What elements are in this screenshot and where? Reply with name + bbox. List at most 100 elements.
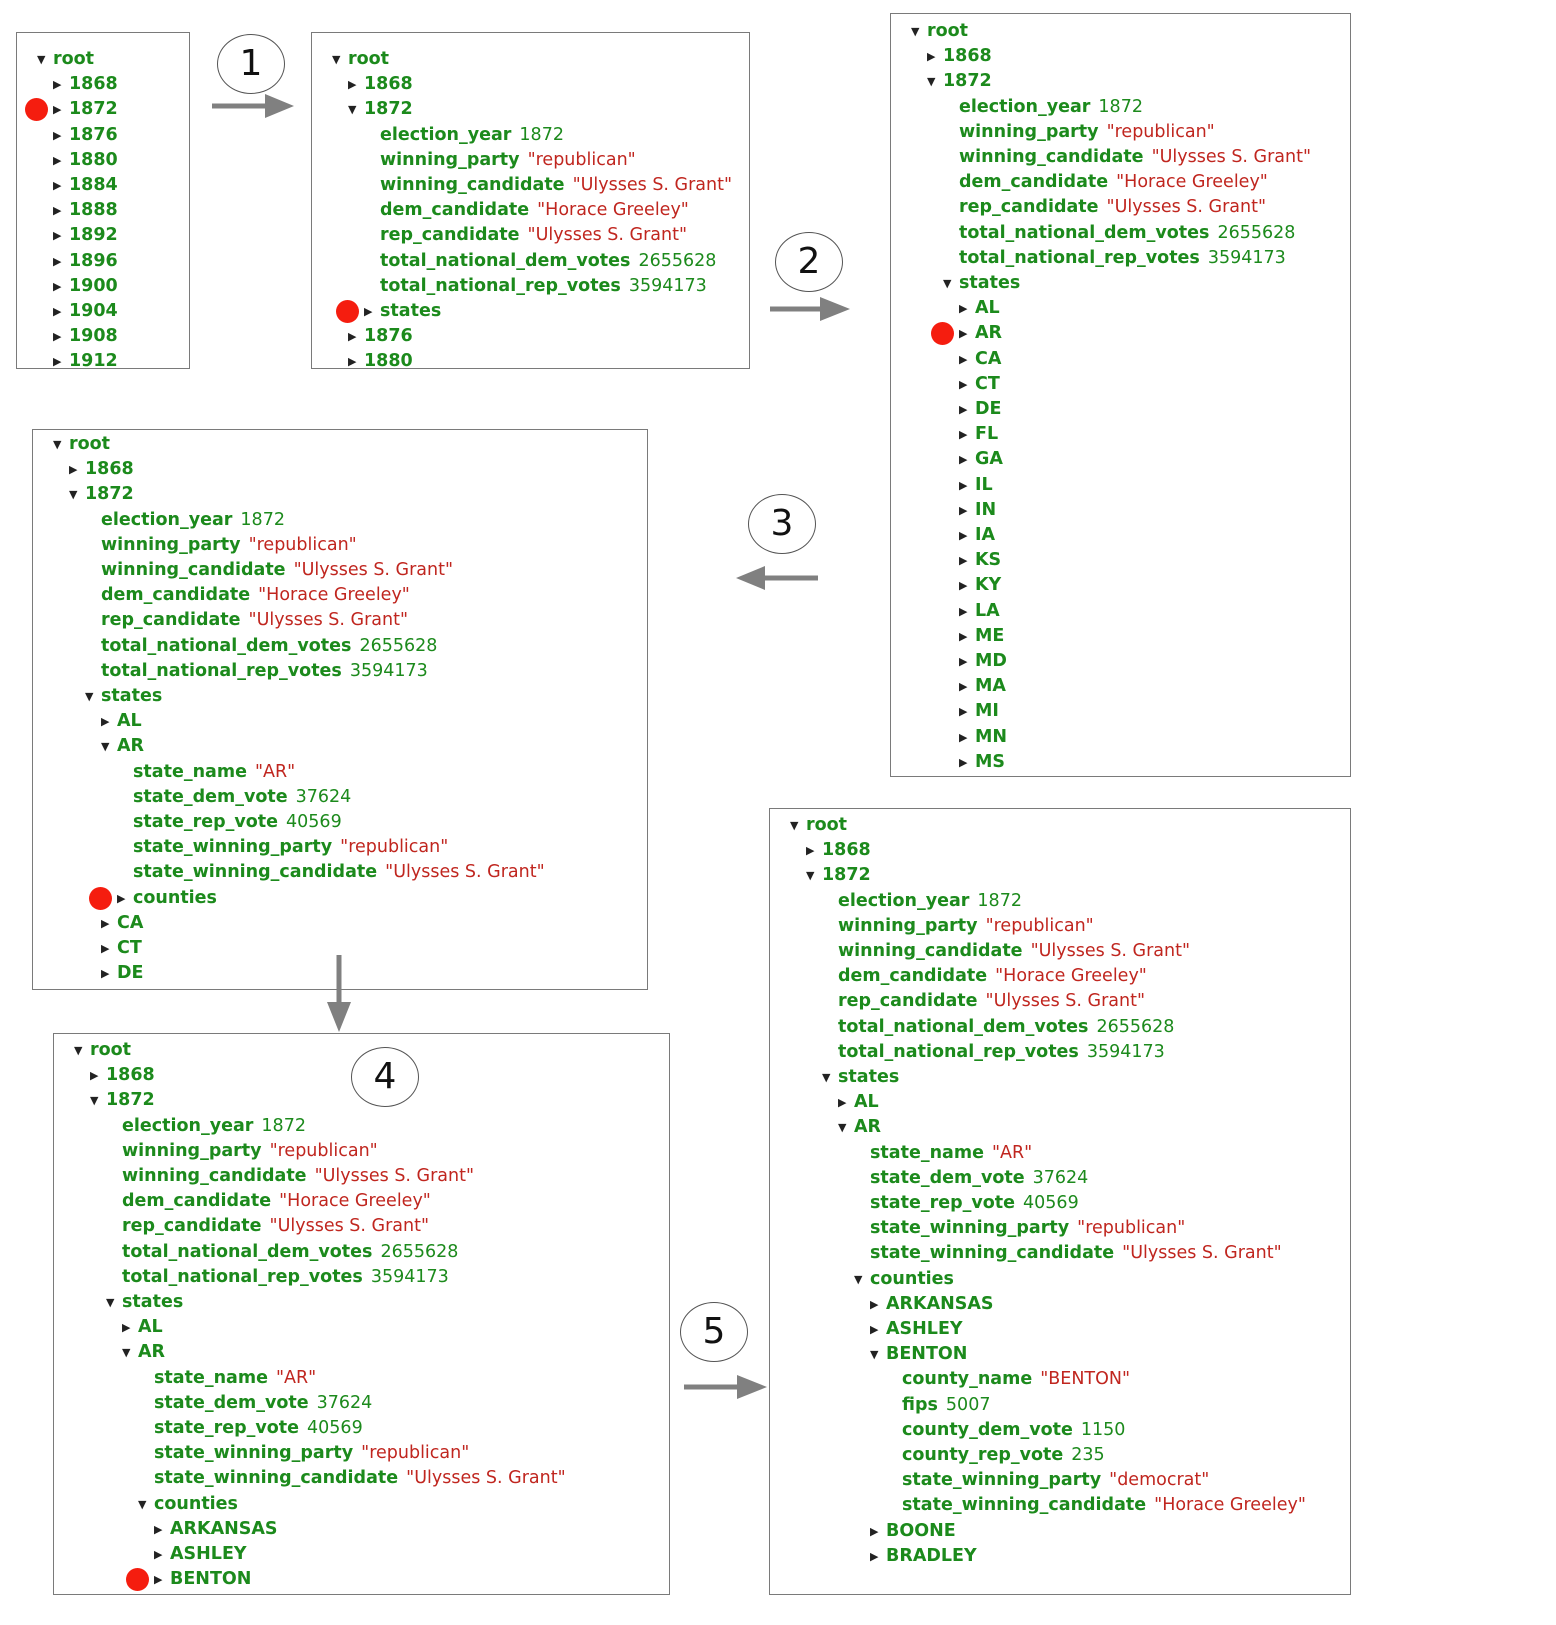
tree-node[interactable]: ▶IL	[959, 473, 993, 498]
tree-node[interactable]: ▶1880	[53, 148, 118, 173]
collapsed-triangle-icon[interactable]: ▶	[959, 478, 968, 492]
collapsed-triangle-icon[interactable]: ▶	[959, 730, 968, 744]
tree-node[interactable]: ▼root	[53, 432, 110, 457]
tree-node[interactable]: ▶DE	[959, 397, 1001, 422]
tree-node[interactable]: ▶AL	[101, 709, 142, 734]
tree-node[interactable]: ▶CT	[101, 936, 142, 961]
tree-node[interactable]: ▶FL	[959, 422, 998, 447]
tree-node[interactable]: ▶1868	[90, 1063, 155, 1088]
tree-node[interactable]: ▶CA	[959, 347, 1001, 372]
tree-node[interactable]: ▶AL	[838, 1090, 879, 1115]
collapsed-triangle-icon[interactable]: ▶	[53, 128, 62, 142]
collapsed-triangle-icon[interactable]: ▶	[927, 50, 936, 64]
tree-node[interactable]: ▶DE	[101, 961, 143, 986]
collapsed-triangle-icon[interactable]: ▶	[959, 453, 968, 467]
collapsed-triangle-icon[interactable]: ▶	[53, 330, 62, 344]
expanded-triangle-icon[interactable]: ▼	[927, 75, 936, 89]
expanded-triangle-icon[interactable]: ▼	[332, 53, 341, 66]
tree-node[interactable]: ▶1876	[348, 324, 413, 349]
expanded-triangle-icon[interactable]: ▼	[122, 1346, 131, 1360]
tree-node[interactable]: ▶IA	[959, 523, 995, 548]
collapsed-triangle-icon[interactable]: ▶	[53, 179, 62, 192]
tree-node[interactable]: ▶ME	[959, 624, 1004, 649]
tree-node[interactable]: ▼1872	[348, 97, 413, 122]
tree-node[interactable]: ▼AR	[122, 1340, 165, 1365]
tree-node[interactable]: ▶CT	[959, 372, 1000, 397]
collapsed-triangle-icon[interactable]: ▶	[959, 327, 968, 341]
tree-node[interactable]: ▶MD	[959, 649, 1007, 674]
tree-node[interactable]: ▶KS	[959, 548, 1001, 573]
collapsed-triangle-icon[interactable]: ▶	[154, 1548, 163, 1561]
tree-node[interactable]: ▶1868	[53, 72, 118, 97]
collapsed-triangle-icon[interactable]: ▶	[53, 279, 62, 293]
tree-node[interactable]: ▼root	[37, 47, 94, 72]
tree-node[interactable]: ▶1892	[53, 223, 118, 248]
tree-node[interactable]: ▶1872	[53, 97, 118, 122]
collapsed-triangle-icon[interactable]: ▶	[154, 1573, 163, 1587]
tree-node[interactable]: ▶states	[364, 299, 441, 324]
tree-node[interactable]: ▶1868	[806, 838, 871, 863]
tree-node[interactable]: ▶MI	[959, 699, 999, 724]
collapsed-triangle-icon[interactable]: ▶	[53, 78, 62, 92]
tree-node[interactable]: ▶1868	[69, 457, 134, 482]
collapsed-triangle-icon[interactable]: ▶	[870, 1549, 879, 1563]
tree-node[interactable]: ▼1872	[927, 69, 992, 94]
tree-node[interactable]: ▶1880	[348, 349, 413, 374]
tree-node[interactable]: ▶CA	[101, 911, 143, 936]
tree-node[interactable]: ▶ASHLEY	[154, 1542, 247, 1567]
tree-node[interactable]: ▶KY	[959, 573, 1001, 598]
collapsed-triangle-icon[interactable]: ▶	[870, 1297, 879, 1311]
expanded-triangle-icon[interactable]: ▼	[790, 819, 799, 832]
expanded-triangle-icon[interactable]: ▼	[822, 1071, 831, 1084]
tree-node[interactable]: ▼AR	[101, 734, 144, 759]
tree-node[interactable]: ▶1868	[348, 72, 413, 97]
tree-node[interactable]: ▶MN	[959, 725, 1007, 750]
collapsed-triangle-icon[interactable]: ▶	[959, 302, 968, 316]
tree-node[interactable]: ▼1872	[69, 482, 134, 507]
tree-node[interactable]: ▼counties	[854, 1267, 954, 1292]
tree-node[interactable]: ▶1896	[53, 249, 118, 274]
tree-node[interactable]: ▶ARKANSAS	[154, 1517, 278, 1542]
collapsed-triangle-icon[interactable]: ▶	[959, 503, 968, 517]
tree-node[interactable]: ▶counties	[117, 886, 217, 911]
collapsed-triangle-icon[interactable]: ▶	[959, 655, 968, 668]
collapsed-triangle-icon[interactable]: ▶	[959, 579, 968, 593]
expanded-triangle-icon[interactable]: ▼	[74, 1044, 83, 1057]
collapsed-triangle-icon[interactable]: ▶	[53, 103, 62, 117]
expanded-triangle-icon[interactable]: ▼	[870, 1348, 879, 1362]
collapsed-triangle-icon[interactable]: ▶	[838, 1096, 847, 1110]
collapsed-triangle-icon[interactable]: ▶	[959, 554, 968, 568]
tree-node[interactable]: ▶BRADLEY	[870, 1544, 977, 1569]
collapsed-triangle-icon[interactable]: ▶	[959, 604, 968, 618]
collapsed-triangle-icon[interactable]: ▶	[959, 428, 968, 442]
tree-node[interactable]: ▶ASHLEY	[870, 1317, 963, 1342]
collapsed-triangle-icon[interactable]: ▶	[870, 1323, 879, 1336]
collapsed-triangle-icon[interactable]: ▶	[959, 680, 968, 694]
collapsed-triangle-icon[interactable]: ▶	[122, 1321, 131, 1335]
collapsed-triangle-icon[interactable]: ▶	[117, 891, 126, 905]
collapsed-triangle-icon[interactable]: ▶	[101, 715, 110, 729]
tree-node[interactable]: ▼states	[943, 271, 1020, 296]
collapsed-triangle-icon[interactable]: ▶	[870, 1524, 879, 1538]
collapsed-triangle-icon[interactable]: ▶	[101, 967, 110, 981]
tree-node[interactable]: ▶1912	[53, 349, 118, 374]
tree-node[interactable]: ▶1868	[927, 44, 992, 69]
tree-node[interactable]: ▶AL	[959, 296, 1000, 321]
collapsed-triangle-icon[interactable]: ▶	[53, 153, 62, 167]
collapsed-triangle-icon[interactable]: ▶	[69, 463, 78, 477]
tree-node[interactable]: ▶ARKANSAS	[870, 1292, 994, 1317]
expanded-triangle-icon[interactable]: ▼	[348, 103, 357, 117]
tree-node[interactable]: ▶LA	[959, 599, 1000, 624]
tree-node[interactable]: ▼states	[822, 1065, 899, 1090]
tree-node[interactable]: ▶1904	[53, 299, 118, 324]
collapsed-triangle-icon[interactable]: ▶	[53, 254, 62, 268]
collapsed-triangle-icon[interactable]: ▶	[806, 844, 815, 858]
collapsed-triangle-icon[interactable]: ▶	[959, 755, 968, 769]
expanded-triangle-icon[interactable]: ▼	[69, 488, 78, 502]
tree-node[interactable]: ▶GA	[959, 447, 1003, 472]
tree-node[interactable]: ▼root	[332, 47, 389, 72]
collapsed-triangle-icon[interactable]: ▶	[154, 1522, 163, 1536]
collapsed-triangle-icon[interactable]: ▶	[959, 352, 968, 366]
tree-node[interactable]: ▼root	[790, 813, 847, 838]
tree-node[interactable]: ▶1900	[53, 274, 118, 299]
